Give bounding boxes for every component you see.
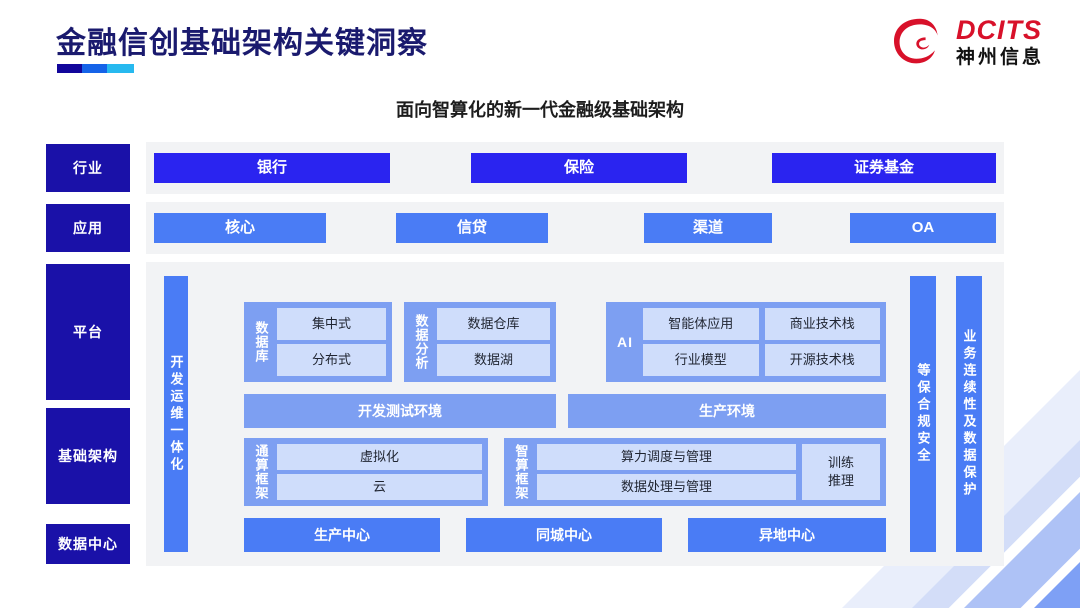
industry-item-securities[interactable]: 证券基金 xyxy=(772,153,996,183)
industry-item-bank[interactable]: 银行 xyxy=(154,153,390,183)
datacenter-production[interactable]: 生产中心 xyxy=(244,518,440,552)
cell-commercial-stack[interactable]: 商业技术栈 xyxy=(764,308,880,340)
slide-header: 金融信创基础架构关键洞察 DCITS 神州信息 xyxy=(0,0,1080,88)
group-database: 数据库 集中式 分布式 xyxy=(244,302,392,382)
rule-segment-navy xyxy=(57,64,82,73)
sidebar-devops-integration[interactable]: 开发运维一体化 xyxy=(164,276,188,552)
cell-compute-scheduling[interactable]: 算力调度与管理 xyxy=(537,444,796,470)
page-subtitle: 面向智算化的新一代金融级基础架构 xyxy=(396,100,684,120)
group-database-title: 数据库 xyxy=(253,321,269,363)
rule-segment-blue xyxy=(82,64,107,73)
application-item-oa[interactable]: OA xyxy=(850,213,996,243)
group-data-analysis-title: 数据分析 xyxy=(413,314,429,370)
group-intelligent-compute-framework: 智算框架 算力调度与管理 数据处理与管理 训练 推理 xyxy=(504,438,886,506)
sidebar-business-continuity[interactable]: 业务连续性及数据保护 xyxy=(956,276,982,552)
application-item-credit[interactable]: 信贷 xyxy=(396,213,548,243)
cell-centralized[interactable]: 集中式 xyxy=(277,308,386,340)
tier-label-platform: 平台 xyxy=(46,264,130,400)
application-panel: 核心 信贷 渠道 OA xyxy=(146,202,1004,254)
group-general-compute-framework: 通算框架 虚拟化 云 xyxy=(244,438,488,506)
application-item-core[interactable]: 核心 xyxy=(154,213,326,243)
logo-text-en: DCITS xyxy=(955,15,1042,45)
group-ai-title: AI xyxy=(617,334,633,350)
tier-label-industry: 行业 xyxy=(46,144,130,192)
cell-data-processing[interactable]: 数据处理与管理 xyxy=(537,474,796,500)
group-data-analysis: 数据分析 数据仓库 数据湖 xyxy=(404,302,556,382)
datacenter-remote[interactable]: 异地中心 xyxy=(688,518,886,552)
cell-data-warehouse[interactable]: 数据仓库 xyxy=(437,308,550,340)
tier-label-application: 应用 xyxy=(46,204,130,252)
env-production[interactable]: 生产环境 xyxy=(568,394,886,428)
group-general-compute-title: 通算框架 xyxy=(253,444,269,500)
industry-panel: 银行 保险 证券基金 xyxy=(146,142,1004,194)
tier-label-datacenter: 数据中心 xyxy=(46,524,130,564)
platform-panel: 开发运维一体化 等保合规安全 业务连续性及数据保护 数据库 集中式 分布式 数据… xyxy=(146,262,1004,566)
swirl-logo-icon xyxy=(893,18,938,64)
company-logo: DCITS 神州信息 xyxy=(892,16,1044,68)
page-title: 金融信创基础架构关键洞察 xyxy=(56,27,428,60)
group-ai: AI 智能体应用 商业技术栈 行业模型 开源技术栈 xyxy=(606,302,886,382)
datacenter-metro[interactable]: 同城中心 xyxy=(466,518,662,552)
logo-text-cn: 神州信息 xyxy=(955,47,1044,68)
sidebar-compliance-security[interactable]: 等保合规安全 xyxy=(910,276,936,552)
env-dev-test[interactable]: 开发测试环境 xyxy=(244,394,556,428)
title-underline-rule xyxy=(57,64,134,73)
cell-train-inference[interactable]: 训练 推理 xyxy=(802,444,880,500)
train-label: 训练 xyxy=(827,455,854,471)
cell-agent-application[interactable]: 智能体应用 xyxy=(643,308,759,340)
cell-cloud[interactable]: 云 xyxy=(277,474,482,500)
cell-data-lake[interactable]: 数据湖 xyxy=(437,344,550,376)
inference-label: 推理 xyxy=(827,473,854,488)
group-intelligent-compute-title: 智算框架 xyxy=(513,444,529,500)
architecture-diagram: 行业 应用 平台 基础架构 数据中心 银行 保险 证券基金 核心 信贷 渠道 O… xyxy=(46,142,1004,566)
application-item-channel[interactable]: 渠道 xyxy=(644,213,772,243)
tier-label-infrastructure: 基础架构 xyxy=(46,408,130,504)
rule-segment-cyan xyxy=(107,64,134,73)
industry-item-insurance[interactable]: 保险 xyxy=(471,153,687,183)
cell-virtualization[interactable]: 虚拟化 xyxy=(277,444,482,470)
cell-distributed[interactable]: 分布式 xyxy=(277,344,386,376)
cell-industry-model[interactable]: 行业模型 xyxy=(643,344,759,376)
cell-opensource-stack[interactable]: 开源技术栈 xyxy=(764,344,880,376)
